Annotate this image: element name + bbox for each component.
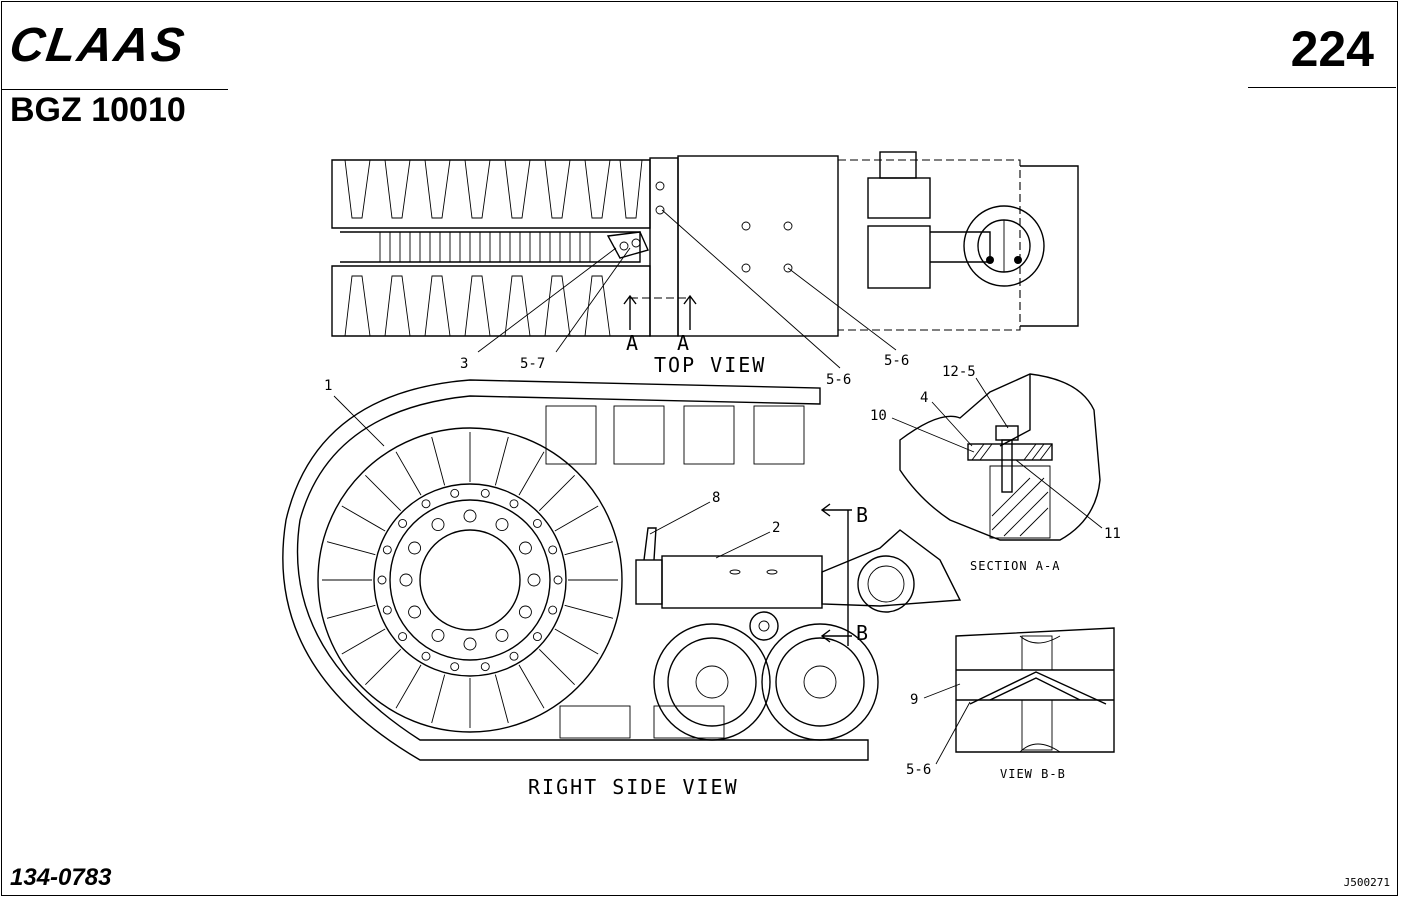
right-side-view-label: RIGHT SIDE VIEW xyxy=(528,775,739,799)
sprocket-spoke xyxy=(365,648,402,685)
section-marker-b-top: B xyxy=(856,503,870,527)
top-view-drawing xyxy=(331,151,1079,337)
drawing-reference: J500271 xyxy=(1343,876,1390,889)
view-b-b-drawing xyxy=(955,627,1115,753)
callout-12-5: 12-5 xyxy=(942,364,976,380)
callout-11: 11 xyxy=(1104,526,1121,542)
sprocket-spoke xyxy=(494,436,509,486)
sprocket-spoke xyxy=(365,475,402,512)
view-b-b-label: VIEW B-B xyxy=(1000,767,1066,781)
callout-1: 1 xyxy=(324,378,332,394)
sprocket-spoke xyxy=(564,604,614,619)
callout-2: 2 xyxy=(772,520,780,536)
sprocket-spoke xyxy=(564,541,614,556)
sprocket-bolt xyxy=(495,518,509,532)
callout-5-6-view-b: 5-6 xyxy=(906,762,931,778)
sprocket-bolt xyxy=(509,499,519,509)
sprocket-bolt xyxy=(421,499,431,509)
sprocket-bolt xyxy=(382,605,392,615)
sprocket-bolt xyxy=(421,651,431,661)
sprocket-bolt xyxy=(548,545,558,555)
sprocket-bolt xyxy=(463,637,477,651)
callout-9: 9 xyxy=(910,692,918,708)
sprocket-bolt xyxy=(450,662,460,672)
callout-10: 10 xyxy=(870,408,887,424)
sprocket-bolt xyxy=(509,651,519,661)
callout-4: 4 xyxy=(920,390,928,406)
sprocket-spoke xyxy=(554,505,599,532)
right-side-view-drawing xyxy=(282,379,962,761)
sprocket-bolt xyxy=(377,575,387,585)
sprocket-spoke xyxy=(554,628,599,655)
page-number: 224 xyxy=(1290,21,1374,77)
sprocket-bolt xyxy=(398,518,408,528)
sprocket-bolt xyxy=(463,509,477,523)
sprocket-bolt xyxy=(553,575,563,585)
section-marker-a-left: A xyxy=(626,331,640,355)
callout-5-6-body: 5-6 xyxy=(884,353,909,369)
sprocket-bolt xyxy=(431,518,445,532)
sprocket-bolt xyxy=(408,605,422,619)
model-name: BGZ 10010 xyxy=(10,91,186,129)
sprocket-bolt xyxy=(399,573,413,587)
sprocket-spoke xyxy=(494,674,509,724)
part-number: 134-0783 xyxy=(10,864,112,891)
sprocket-spoke xyxy=(538,648,575,685)
sprocket-bolt xyxy=(518,605,532,619)
header-rule-right xyxy=(1248,87,1396,88)
sprocket-spoke xyxy=(518,451,545,496)
sprocket-spoke xyxy=(395,664,422,709)
sprocket-bolt xyxy=(408,541,422,555)
sprocket-spoke xyxy=(538,475,575,512)
sprocket-bolt xyxy=(527,573,541,587)
sprocket-bolt xyxy=(450,488,460,498)
section-marker-b-bottom: B xyxy=(856,621,870,645)
sprocket-bolt xyxy=(480,488,490,498)
sprocket-bolt xyxy=(398,632,408,642)
callout-3: 3 xyxy=(460,356,468,372)
sprocket-spoke xyxy=(431,674,446,724)
sprocket-bolt xyxy=(431,628,445,642)
sprocket-bolt xyxy=(532,518,542,528)
sprocket-spoke xyxy=(431,436,446,486)
header-rule-left xyxy=(2,89,228,90)
callout-5-6-plate: 5-6 xyxy=(826,372,851,388)
callout-8: 8 xyxy=(712,490,720,506)
sprocket-bolt xyxy=(548,605,558,615)
sprocket-bolt xyxy=(518,541,532,555)
sprocket-bolt xyxy=(495,628,509,642)
section-a-a-label: SECTION A-A xyxy=(970,559,1060,573)
sprocket-spoke xyxy=(395,451,422,496)
sprocket-spoke xyxy=(326,604,376,619)
section-a-a-drawing xyxy=(899,373,1101,541)
section-marker-a-right: A xyxy=(677,331,691,355)
sprocket-bolt xyxy=(382,545,392,555)
sprocket-bolt xyxy=(480,662,490,672)
sprocket-spoke xyxy=(341,505,386,532)
sprocket-spoke xyxy=(518,664,545,709)
sprocket-spoke xyxy=(341,628,386,655)
sprocket-bolt xyxy=(532,632,542,642)
top-view-label: TOP VIEW xyxy=(654,353,766,377)
sprocket-spoke xyxy=(326,541,376,556)
callout-5-7: 5-7 xyxy=(520,356,545,372)
